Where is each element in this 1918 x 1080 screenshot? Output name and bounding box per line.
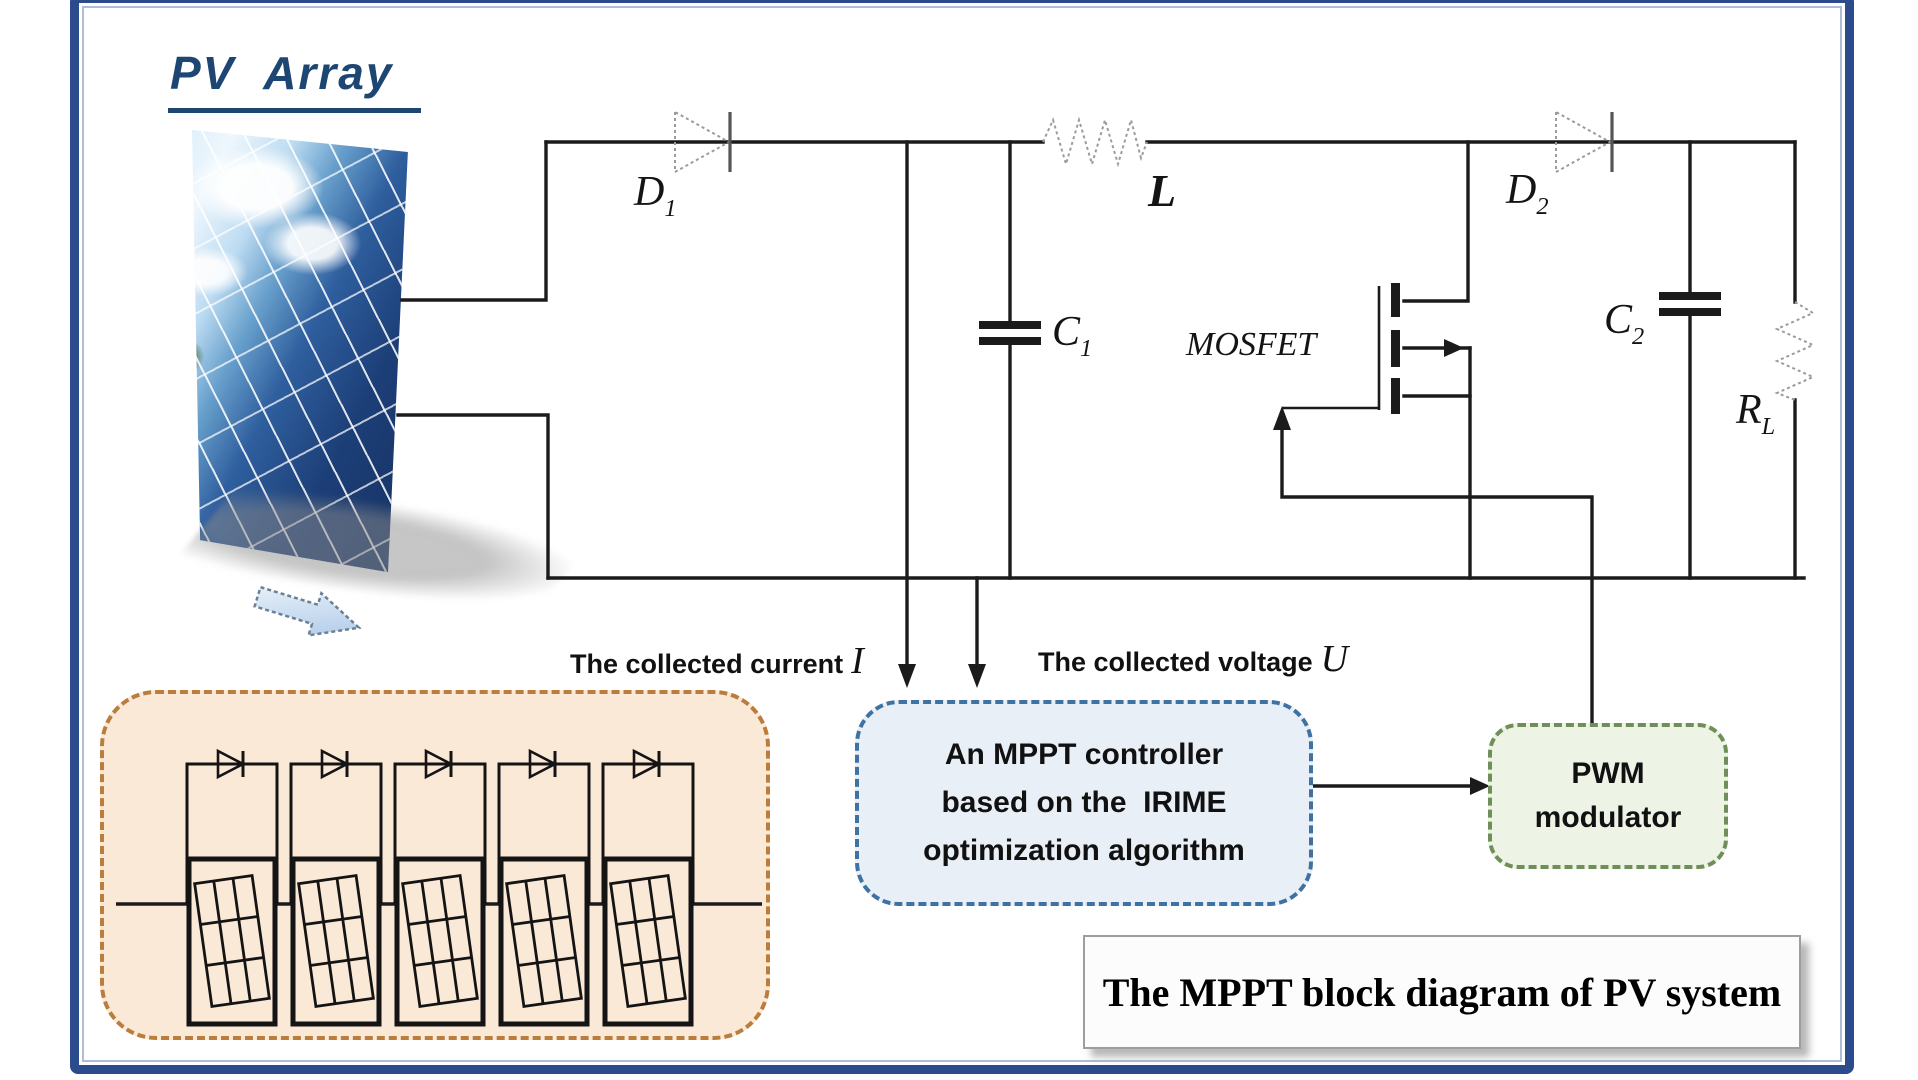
grid-line — [316, 880, 337, 1004]
bypass-diode-icon — [216, 748, 246, 780]
voltage-symbol: U — [1320, 638, 1349, 680]
label-c2-sub: 2 — [1632, 322, 1645, 350]
grid-line — [200, 915, 259, 926]
grid-line — [205, 956, 264, 967]
label-c2: C2 — [1604, 296, 1644, 351]
current-symbol: I — [851, 640, 864, 682]
mppt-line-2: based on the IRIME — [941, 786, 1227, 819]
grid-line — [543, 878, 564, 1002]
label-mosfet: MOSFET — [1186, 326, 1317, 363]
pv-module-unit — [185, 748, 279, 1027]
grid-line — [231, 878, 252, 1002]
label-l: L — [1148, 165, 1177, 216]
label-c1: C1 — [1052, 308, 1092, 363]
label-rl-main: R — [1736, 387, 1762, 433]
unit-loop-wire — [289, 762, 383, 904]
pv-module-grid-icon — [505, 873, 583, 1009]
label-c1-main: C — [1052, 309, 1081, 355]
pv-module-grid-icon — [297, 873, 375, 1009]
pv-module-unit — [393, 748, 487, 1027]
bypass-diode-icon — [528, 748, 558, 780]
pwm-line-1: PWM — [1571, 757, 1645, 790]
label-d1-main: D — [634, 169, 665, 215]
bypass-diode-icon — [320, 748, 350, 780]
grid-line — [517, 956, 576, 967]
grid-line — [335, 878, 356, 1002]
unit-loop-wire — [601, 762, 695, 904]
grid-line — [304, 915, 363, 926]
pv-array-title: PV Array — [168, 46, 422, 113]
grid-line — [439, 878, 460, 1002]
bypass-diode-icon — [632, 748, 662, 780]
grid-line — [408, 915, 467, 926]
unit-loop-wire — [497, 762, 591, 904]
label-c2-main: C — [1604, 297, 1633, 343]
pv-module-unit — [601, 748, 695, 1027]
pv-module-grid-icon — [193, 873, 271, 1009]
label-d1: D1 — [634, 168, 677, 223]
label-d1-sub: 1 — [664, 194, 677, 222]
label-rl-sub: L — [1761, 412, 1776, 440]
grid-line — [628, 880, 649, 1004]
mppt-line-3: optimization algorithm — [923, 834, 1245, 867]
bypass-diode-icon — [424, 748, 454, 780]
grid-line — [621, 956, 680, 967]
pv-module-unit — [289, 748, 383, 1027]
mppt-line-1: An MPPT controller — [944, 738, 1224, 771]
pv-array-schematic-box — [100, 690, 770, 1040]
unit-loop-wire — [393, 762, 487, 904]
caption-box: The MPPT block diagram of PV system — [1083, 935, 1801, 1049]
pwm-modulator-box: PWM modulator — [1488, 723, 1728, 869]
label-c1-sub: 1 — [1080, 334, 1093, 362]
label-d2-sub: 2 — [1536, 192, 1549, 220]
label-d2-main: D — [1506, 167, 1537, 213]
grid-line — [212, 880, 233, 1004]
pv-module-grid-icon — [609, 873, 687, 1009]
unit-loop-wire — [185, 762, 279, 904]
grid-line — [413, 956, 472, 967]
grid-line — [512, 915, 571, 926]
outer-frame — [70, 0, 1854, 1074]
pv-array-schematic — [116, 748, 762, 1027]
pwm-line-2: modulator — [1534, 801, 1682, 834]
pv-module-unit — [497, 748, 591, 1027]
label-d2: D2 — [1506, 166, 1549, 221]
grid-line — [647, 878, 668, 1002]
label-rl: RL — [1736, 386, 1775, 441]
mppt-controller-box: An MPPT controller based on the IRIME op… — [855, 700, 1313, 906]
caption-text: The MPPT block diagram of PV system — [1102, 969, 1782, 1015]
grid-line — [524, 880, 545, 1004]
pv-module-grid-icon — [401, 873, 479, 1009]
grid-line — [420, 880, 441, 1004]
grid-line — [309, 956, 368, 967]
grid-line — [616, 915, 675, 926]
